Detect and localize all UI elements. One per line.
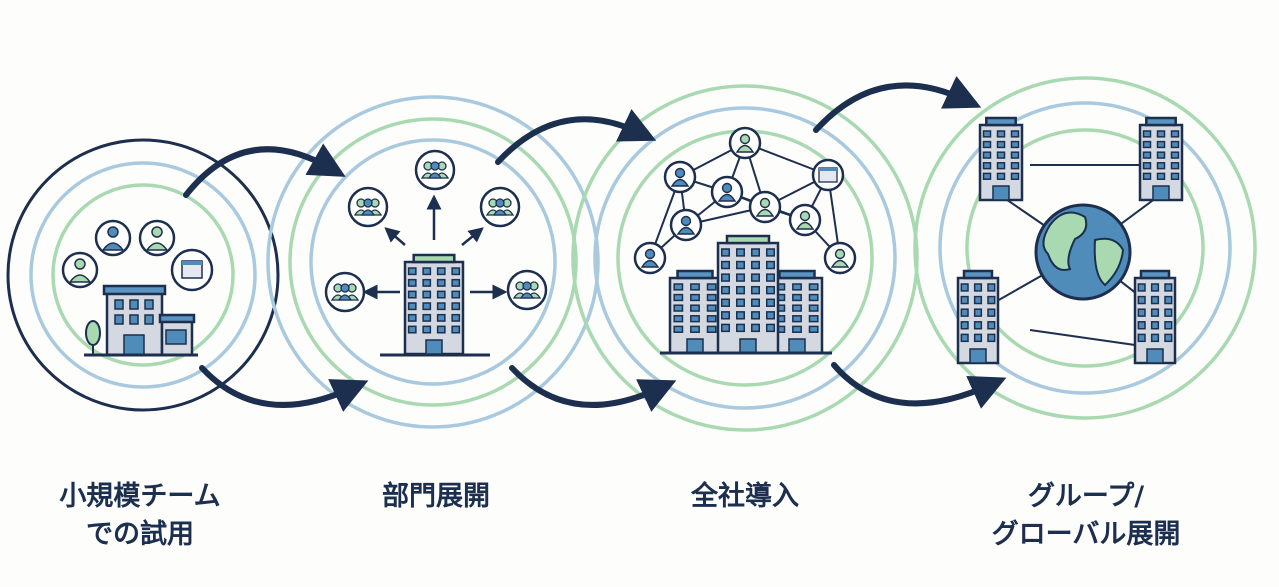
stage-2-rings <box>266 95 600 429</box>
stage-4-label-line1: グループ/ <box>1027 481 1145 512</box>
user-icon <box>94 219 132 257</box>
stage-1-icons <box>61 219 214 357</box>
browser-window-icon <box>811 158 845 192</box>
office-tower-icon <box>403 253 465 356</box>
stage-4-icons <box>956 116 1184 365</box>
stage-2-icons <box>324 149 548 357</box>
office-tower-icon <box>716 234 780 355</box>
user-icon <box>663 160 697 194</box>
stage-1-label-line2: での試用 <box>86 519 194 550</box>
stage-4-label-line2: グローバル展開 <box>991 519 1181 550</box>
user-icon <box>669 208 703 242</box>
stage-3-icons <box>633 126 857 355</box>
stage-1-rings <box>6 138 280 412</box>
stage-1-label-line1: 小規模チーム <box>59 481 221 512</box>
user-icon <box>748 190 782 224</box>
stage-3-label-line1: 全社導入 <box>691 481 799 512</box>
user-icon <box>633 241 667 275</box>
team-icon <box>506 269 548 311</box>
globe-icon <box>1034 203 1132 301</box>
stage-4-label: グループ/ グローバル展開 <box>956 478 1216 554</box>
stage-4-rings <box>913 76 1257 420</box>
office-tower-icon <box>770 269 824 355</box>
tree-icon <box>85 320 101 355</box>
office-tower-icon <box>978 116 1024 202</box>
office-building-icon <box>84 284 198 357</box>
stage-2-label: 部門展開 <box>306 478 566 516</box>
user-icon <box>138 219 176 257</box>
team-icon <box>324 271 366 313</box>
team-icon <box>479 186 521 228</box>
browser-window-icon <box>170 248 214 292</box>
team-icon <box>347 186 389 228</box>
office-tower-icon <box>956 269 1000 365</box>
user-icon <box>788 203 822 237</box>
user-icon <box>61 251 99 289</box>
office-tower-icon <box>668 269 722 355</box>
office-tower-icon <box>1138 116 1184 202</box>
user-icon <box>728 126 762 160</box>
team-icon <box>414 149 456 191</box>
user-icon <box>710 175 744 209</box>
progress-arrows <box>183 76 1007 412</box>
office-tower-icon <box>1133 269 1177 365</box>
stage-3-label: 全社導入 <box>615 478 875 516</box>
stage-1-label: 小規模チーム での試用 <box>10 478 270 554</box>
user-icon <box>823 241 857 275</box>
stage-2-label-line1: 部門展開 <box>382 481 490 512</box>
